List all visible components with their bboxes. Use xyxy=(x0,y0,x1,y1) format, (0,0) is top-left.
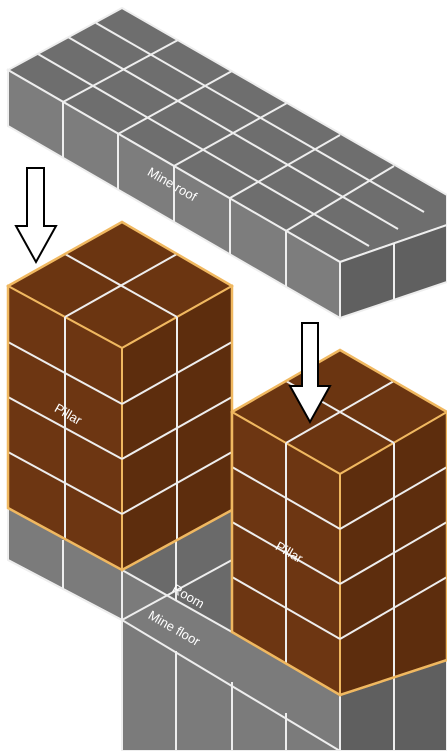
pillar-right xyxy=(232,350,447,695)
load-arrow-left-icon xyxy=(16,168,56,262)
pillar-left xyxy=(8,222,232,570)
